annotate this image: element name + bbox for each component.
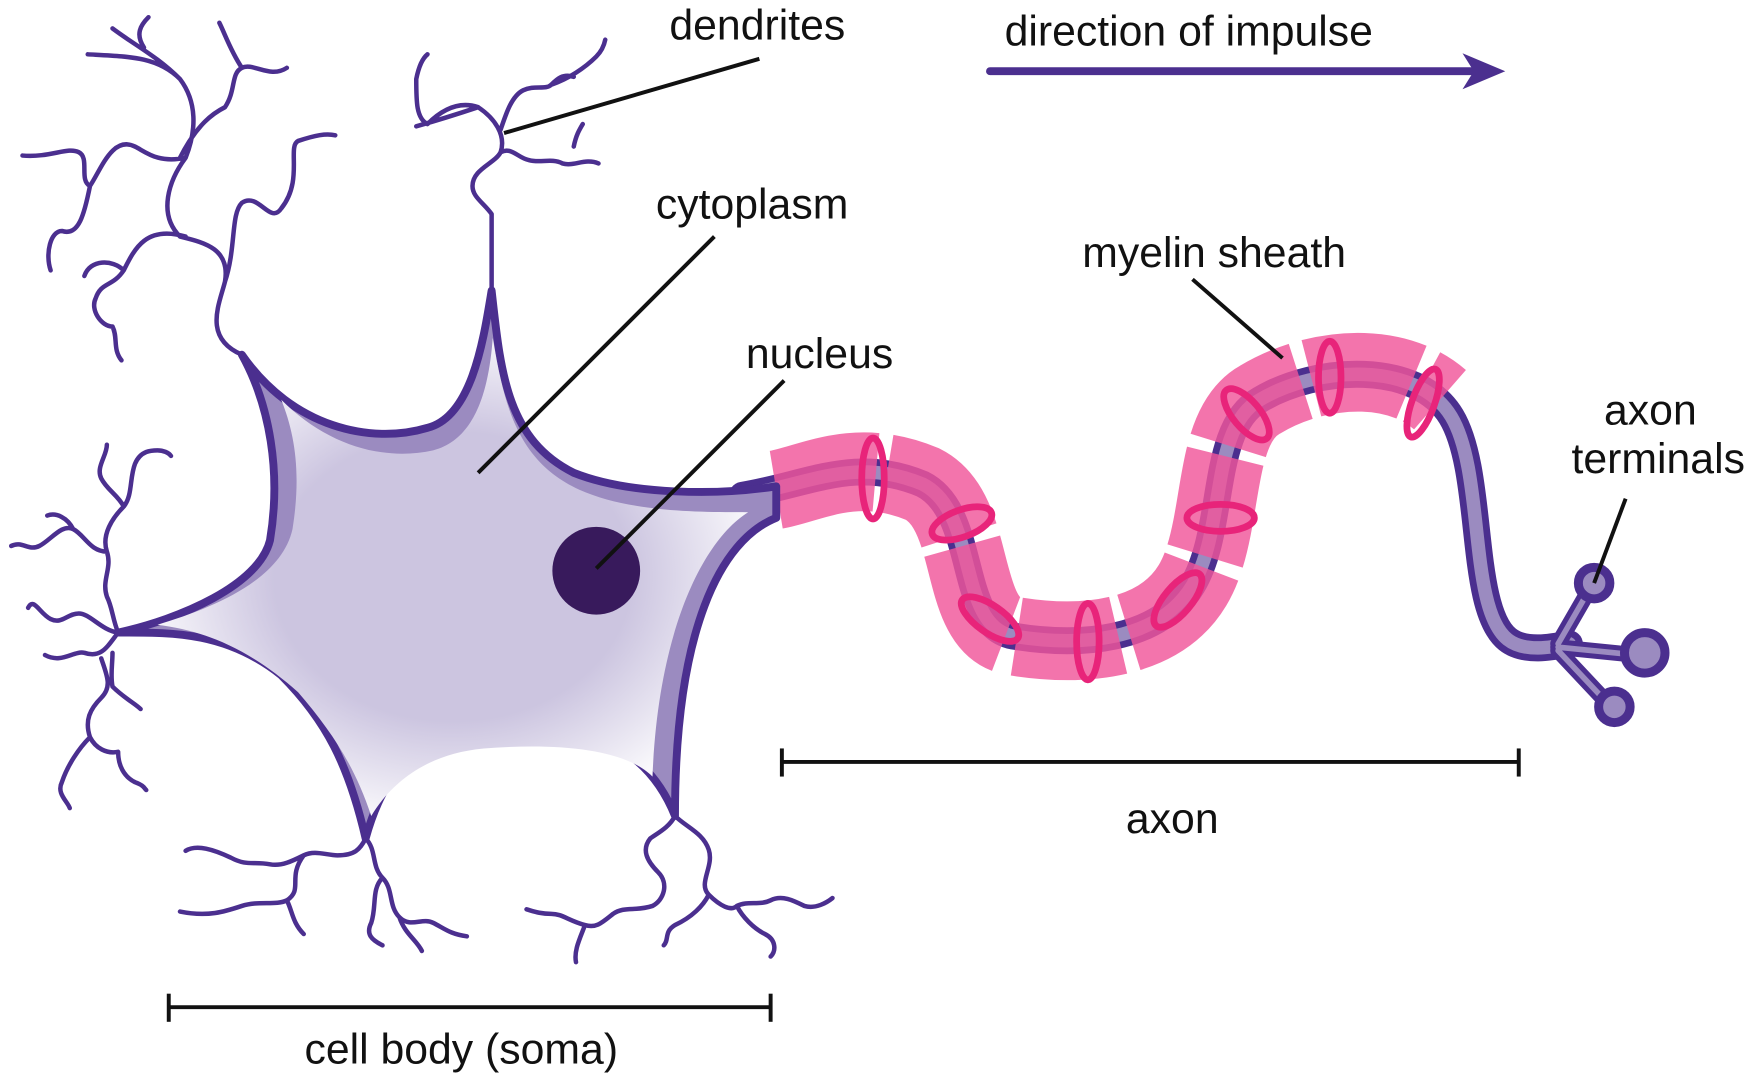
label-axon-terminals-line1: axon <box>1604 386 1697 434</box>
label-myelin-sheath: myelin sheath <box>1082 229 1346 277</box>
label-direction-of-impulse: direction of impulse <box>1005 7 1373 55</box>
label-dendrites: dendrites <box>669 2 845 50</box>
label-axon: axon <box>1126 795 1219 843</box>
label-cell-body: cell body (soma) <box>304 1025 618 1073</box>
label-nucleus: nucleus <box>746 330 893 378</box>
direction-arrow-icon <box>986 53 1506 90</box>
label-axon-terminals-line2: terminals <box>1572 435 1745 483</box>
axon-bracket <box>779 748 1521 777</box>
leader-lines <box>476 56 1628 584</box>
axon-terminals <box>1550 562 1670 728</box>
soma-bracket <box>166 993 773 1022</box>
label-cytoplasm: cytoplasm <box>656 181 848 229</box>
myelin-sheath <box>768 332 1466 684</box>
dendrites <box>9 14 835 965</box>
cell-body <box>114 286 781 843</box>
